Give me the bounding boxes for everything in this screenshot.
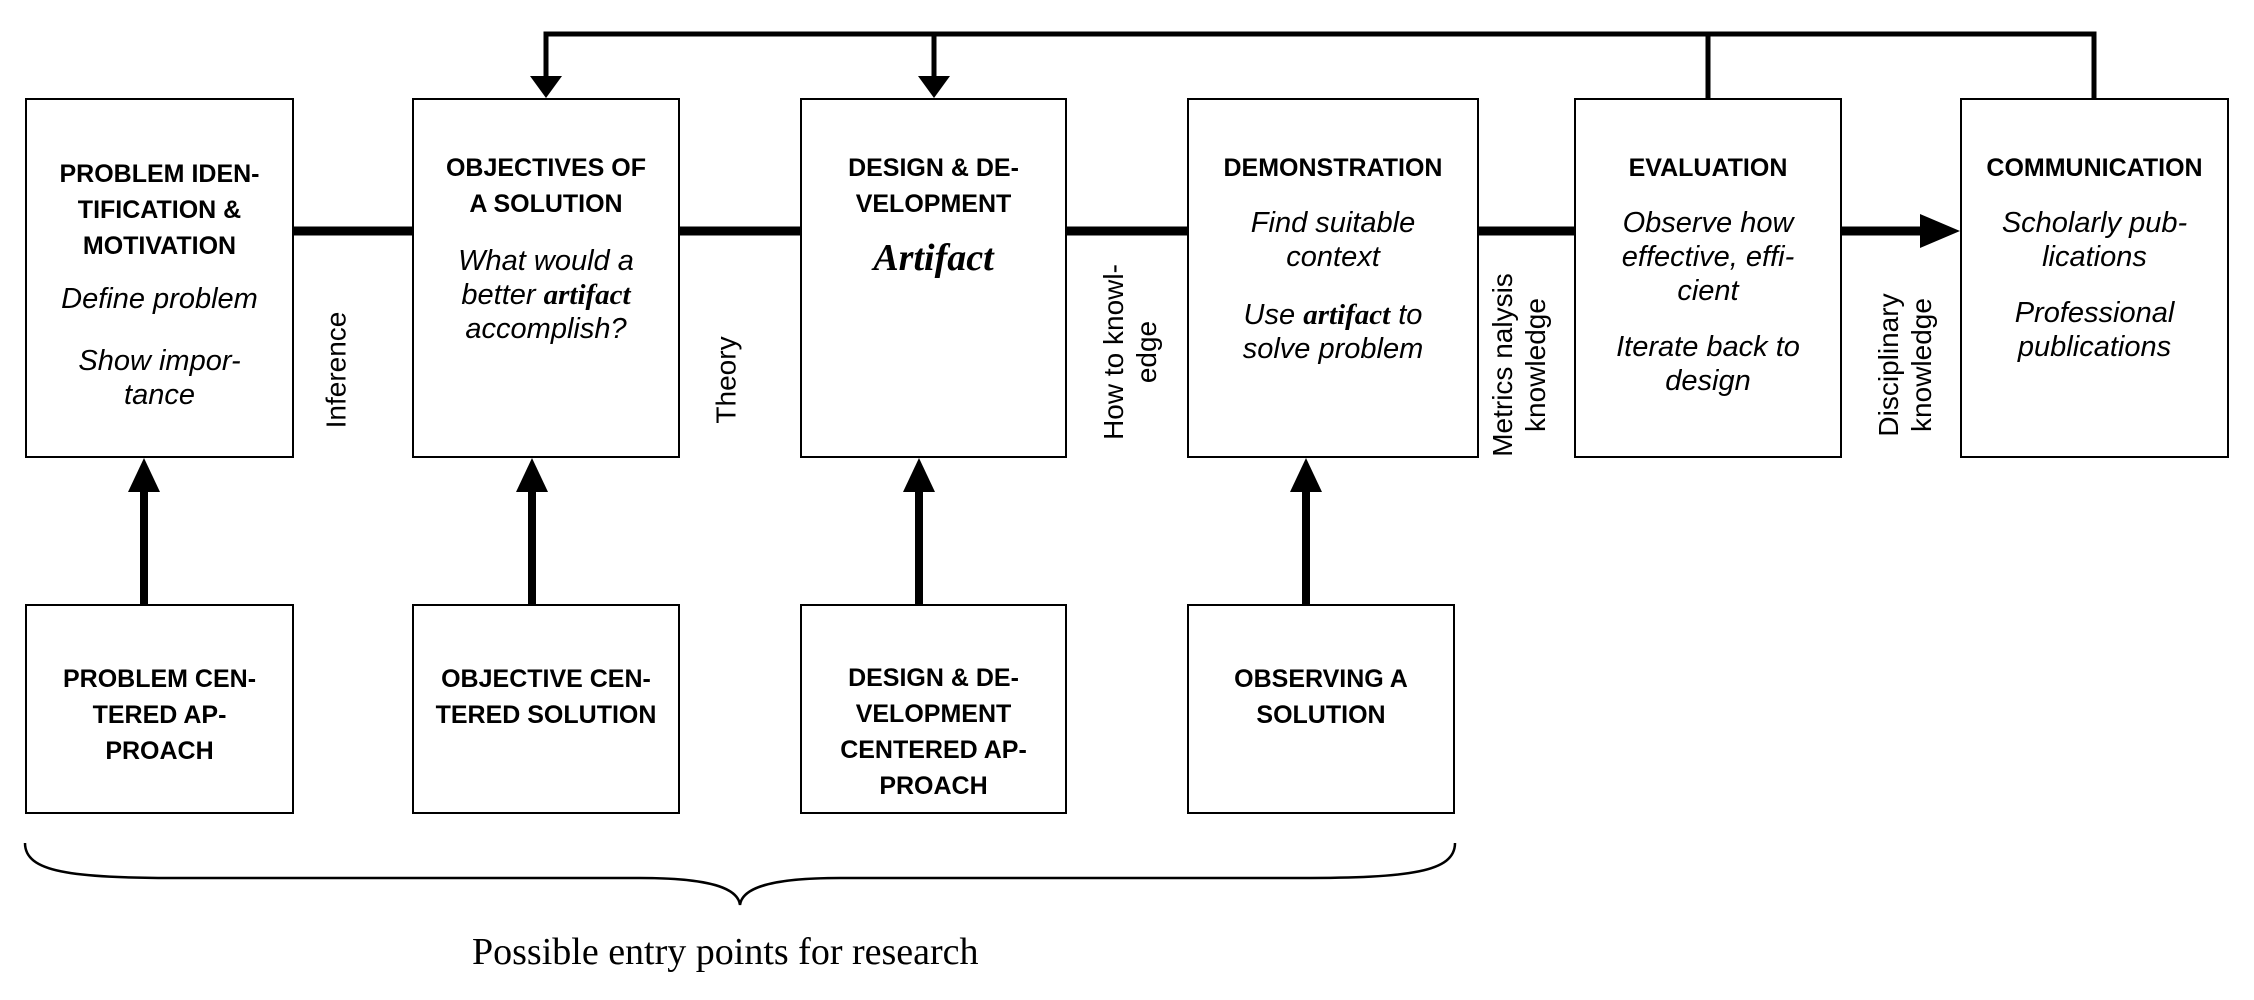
- entry-title: OBJECTIVE CEN- TERED SOLUTION: [435, 665, 657, 729]
- step-desc: What would a better artifact accomplish?: [428, 244, 664, 346]
- step-desc-observe: Observe how effective, effi- cient: [1621, 207, 1795, 307]
- step-artifact: Artifact: [873, 237, 994, 279]
- step-desc-show: Show impor- tance: [78, 345, 241, 411]
- feedback-arrowhead-objectives: [530, 76, 562, 98]
- label-inference: Inference: [320, 311, 352, 429]
- entry-arrows: [140, 488, 1310, 604]
- main-flow-arrowhead: [1920, 214, 1960, 248]
- desc-part: What would a better: [458, 245, 634, 311]
- label-metrics-analysis-knowledge: Metrics nalysis knowledge: [1487, 273, 1551, 457]
- step-desc-scholarly: Scholarly pub- lications: [2001, 207, 2188, 273]
- entry-points-caption: Possible entry points for research: [472, 931, 979, 973]
- step-title: COMMUNICATION: [1986, 154, 2203, 182]
- entry-title: DESIGN & DE- VELOPMENT CENTERED AP- PROA…: [840, 664, 1027, 800]
- step-title: PROBLEM IDEN- TIFICATION & MOTIVATION: [59, 160, 260, 260]
- step-title: OBJECTIVES OF A SOLUTION: [445, 154, 647, 218]
- feedback-arrowhead-design: [918, 76, 950, 98]
- desc-artifact: artifact: [543, 279, 631, 311]
- step-demonstration: DEMONSTRATION Find suitable context Use …: [1187, 98, 1479, 458]
- label-theory: Theory: [710, 336, 742, 424]
- step-title: EVALUATION: [1628, 154, 1788, 182]
- step-title: DEMONSTRATION: [1223, 154, 1443, 182]
- step-desc-professional: Professional publications: [2014, 297, 2175, 363]
- entry-problem-centered: PROBLEM CEN- TERED AP- PROACH: [25, 604, 294, 814]
- entry-points-brace: [23, 842, 1457, 906]
- entry-observing-solution: OBSERVING A SOLUTION: [1187, 604, 1455, 814]
- step-objectives: OBJECTIVES OF A SOLUTION What would a be…: [412, 98, 680, 458]
- entry-design-development-centered: DESIGN & DE- VELOPMENT CENTERED AP- PROA…: [800, 604, 1067, 814]
- step-design-development: DESIGN & DE- VELOPMENT Artifact: [800, 98, 1067, 458]
- label-disciplinary-knowledge: Disciplinary knowledge: [1873, 293, 1937, 437]
- desc-part: accomplish?: [465, 313, 627, 345]
- desc-artifact: artifact: [1303, 299, 1391, 331]
- feedback-loop: [543, 31, 2097, 98]
- label-how-to-knowledge: How to knowl- edge: [1098, 264, 1162, 440]
- step-communication: COMMUNICATION Scholarly pub- lications P…: [1960, 98, 2229, 458]
- step-title: DESIGN & DE- VELOPMENT: [848, 154, 1019, 218]
- step-desc-define: Define problem: [61, 283, 258, 315]
- desc-part: to solve problem: [1242, 299, 1424, 365]
- step-problem-identification: PROBLEM IDEN- TIFICATION & MOTIVATION De…: [25, 98, 294, 458]
- entry-objective-centered: OBJECTIVE CEN- TERED SOLUTION: [412, 604, 680, 814]
- entry-title: PROBLEM CEN- TERED AP- PROACH: [62, 665, 257, 765]
- step-desc-iterate: Iterate back to design: [1616, 331, 1800, 397]
- step-desc-context: Find suitable context: [1250, 207, 1416, 273]
- entry-title: OBSERVING A SOLUTION: [1234, 665, 1408, 729]
- desc-part: Use: [1243, 299, 1304, 331]
- entry-arrowheads: [128, 458, 1322, 492]
- step-evaluation: EVALUATION Observe how effective, effi- …: [1574, 98, 1842, 458]
- step-desc-use: Use artifact to solve problem: [1203, 298, 1463, 366]
